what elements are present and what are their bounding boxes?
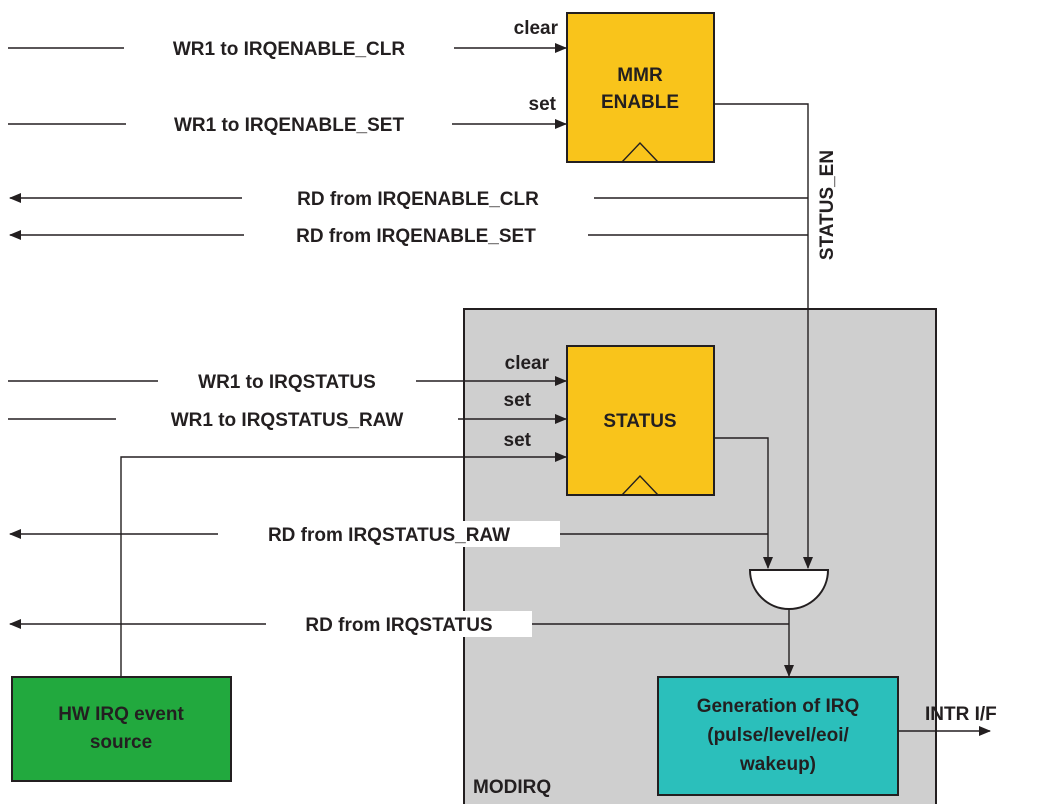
hw-irq-source-line1: HW IRQ event <box>58 704 184 725</box>
hw-irq-source-line2: source <box>90 732 152 753</box>
port-label-status-set-sw: set <box>504 390 532 411</box>
irq-generation-line2: (pulse/level/eoi/ <box>707 725 849 746</box>
signal-label-wr1-irqenable-clr: WR1 to IRQENABLE_CLR <box>173 39 406 60</box>
wire-status-out <box>714 437 773 569</box>
port-label-mmr-clear: clear <box>514 18 559 39</box>
status-clock-icon <box>621 474 659 496</box>
mmr-enable-register <box>566 12 715 163</box>
port-label-status-set-hw: set <box>504 430 532 451</box>
status-register <box>566 345 715 496</box>
status-label: STATUS <box>603 411 676 432</box>
signal-label-rd-irqstatus: RD from IRQSTATUS <box>305 615 492 636</box>
signal-label-rd-irqenable-clr: RD from IRQENABLE_CLR <box>297 189 539 210</box>
signal-label-wr1-irqstatus-raw: WR1 to IRQSTATUS_RAW <box>171 410 404 431</box>
irq-generation-line3: wakeup) <box>739 754 816 775</box>
signal-label-intr-if: INTR I/F <box>925 704 997 725</box>
mmr-enable-label-line2: ENABLE <box>601 92 679 113</box>
hw-irq-source-block <box>11 676 232 782</box>
and-gate-icon <box>748 569 830 610</box>
wire-hw-set <box>120 452 567 677</box>
port-label-status-clear: clear <box>505 353 550 374</box>
modirq-label: MODIRQ <box>473 777 551 798</box>
wire-status-en <box>714 103 813 569</box>
irq-generation-line1: Generation of IRQ <box>697 696 860 717</box>
port-label-mmr-set: set <box>529 94 557 115</box>
signal-label-rd-irqenable-set: RD from IRQENABLE_SET <box>296 226 536 247</box>
signal-label-rd-irqstatus-raw: RD from IRQSTATUS_RAW <box>268 525 510 546</box>
signal-label-wr1-irqstatus: WR1 to IRQSTATUS <box>198 372 376 393</box>
irq-generation-block <box>657 676 899 796</box>
mmr-clock-icon <box>621 141 659 163</box>
mmr-enable-label-line1: MMR <box>617 65 663 86</box>
signal-label-wr1-irqenable-set: WR1 to IRQENABLE_SET <box>174 115 405 136</box>
signal-label-status-en: STATUS_EN <box>817 150 838 260</box>
